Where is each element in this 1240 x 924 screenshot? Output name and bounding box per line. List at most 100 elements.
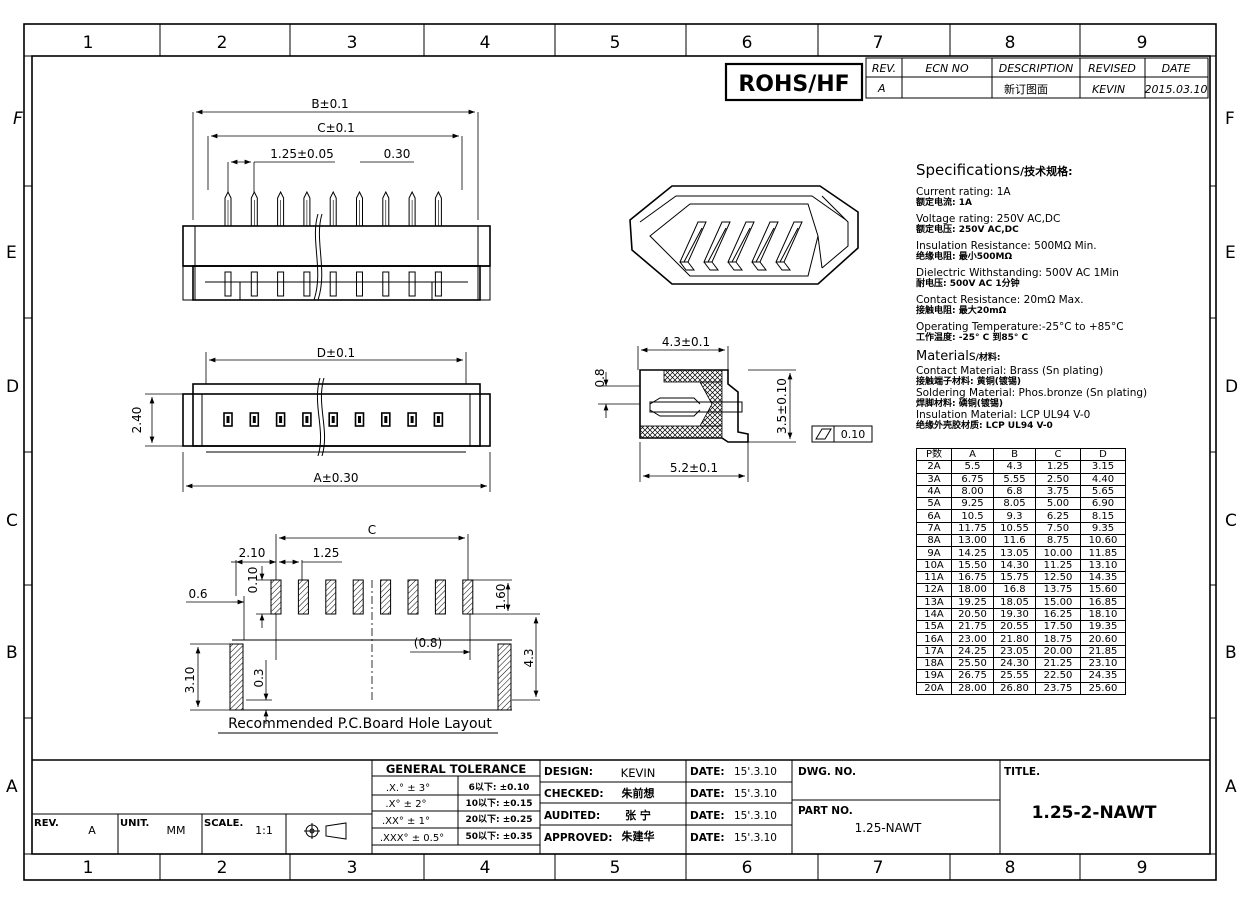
- dimension-table-row-cell: 7A: [916, 521, 952, 536]
- dimension-table-row-cell: 11.85: [1080, 546, 1126, 560]
- dim-side-width: 4.3±0.1: [662, 335, 710, 349]
- row-ticks: [24, 185, 1216, 719]
- material-contact-cn: 接触端子材料: 黄铜(镀锡): [916, 377, 1021, 387]
- spec-current-rating-cn: 额定电流: 1A: [916, 198, 972, 208]
- material-insulation-cn: 绝缘外壳胶材质: LCP UL94 V-0: [916, 421, 1053, 431]
- dimension-table-row-cell: 3.15: [1080, 460, 1126, 474]
- specifications-block: Specifications/技术规格: Current rating: 1A …: [916, 160, 1206, 432]
- col-label-top-4: 4: [480, 33, 491, 53]
- col-label-bottom-9: 9: [1137, 858, 1148, 878]
- dimension-table-row-cell: 11A: [916, 570, 952, 585]
- materials-title-cn: /材料:: [975, 353, 1001, 363]
- dimension-table-row-cell: 18.00: [951, 583, 994, 597]
- dimension-table-row-cell: 23.75: [1035, 681, 1081, 695]
- dim-side-height: 3.5±0.10: [775, 378, 789, 434]
- material-contact: Contact Material: Brass (Sn plating): [916, 365, 1104, 377]
- dimension-table-row-cell: 20.55: [993, 620, 1036, 634]
- rohs-badge: ROHS/HF: [724, 62, 864, 102]
- dimension-table-row-cell: 14A: [916, 607, 952, 622]
- dimension-table-row-cell: 3.75: [1035, 484, 1081, 499]
- dimension-table-row-cell: 23.05: [993, 644, 1036, 659]
- date-value-1: 15'.3.10: [734, 766, 777, 778]
- dimension-table-row-cell: 9A: [916, 546, 952, 560]
- dim-pcb-4-3: 4.3: [522, 648, 536, 667]
- dimension-table-row-cell: 8.00: [951, 484, 994, 499]
- column-ticks: [159, 24, 1081, 880]
- projection-symbol-icon: [304, 822, 347, 840]
- row-label-right-C: C: [1225, 511, 1237, 531]
- spec-dielectric-cn: 耐电压: 500V AC 1分钟: [916, 279, 1020, 289]
- approved-label: APPROVED:: [544, 832, 612, 844]
- dimension-table-row-cell: 26.75: [951, 669, 994, 683]
- dimension-table-row-cell: 17.50: [1035, 620, 1081, 634]
- title-block: REV. A UNIT. MM SCALE. 1:1 GENERAL TOLER…: [32, 759, 1210, 854]
- col-label-top-5: 5: [610, 33, 621, 53]
- spec-insulation-resistance: Insulation Resistance: 500MΩ Min.: [916, 240, 1097, 252]
- rev-value: A: [88, 824, 96, 837]
- tolerance-value-4: 50以下: ±0.35: [465, 831, 532, 842]
- dimension-table-row-cell: 25.50: [951, 657, 994, 671]
- row-label-left-A: A: [6, 777, 18, 797]
- dimension-table-row-cell: 19.25: [951, 595, 994, 609]
- scale-label: SCALE.: [204, 818, 243, 829]
- dimension-table-row-cell: 25.55: [993, 669, 1036, 683]
- top-pins: [223, 412, 444, 427]
- col-label-bottom-7: 7: [873, 858, 884, 878]
- front-pins: [224, 190, 442, 297]
- dimension-table-row-cell: 11.75: [951, 521, 994, 536]
- dimension-table-header-cell: D: [1080, 447, 1126, 462]
- spec-current-rating: Current rating: 1A: [916, 186, 1011, 198]
- dimension-table-row-cell: 4A: [916, 484, 952, 499]
- dimension-table-row-cell: 8.75: [1035, 534, 1081, 548]
- dimension-table-row-cell: 28.00: [951, 681, 994, 695]
- dimension-table-row-cell: 13.00: [951, 534, 994, 548]
- pcb-caption: Recommended P.C.Board Hole Layout: [228, 716, 492, 732]
- dimension-table-row-cell: 15.60: [1080, 583, 1126, 597]
- checked-label: CHECKED:: [544, 788, 604, 800]
- dimension-table-row-cell: 8A: [916, 534, 952, 548]
- material-insulation: Insulation Material: LCP UL94 V-0: [916, 409, 1091, 421]
- dimension-table-row-cell: 8.05: [993, 497, 1036, 511]
- col-label-bottom-8: 8: [1005, 858, 1016, 878]
- dimension-table-row-cell: 19.35: [1080, 620, 1126, 634]
- dimension-table-row-cell: 18.75: [1035, 632, 1081, 646]
- front-view: B±0.1 C±0.1 1.25±0.05 0.30: [182, 97, 491, 301]
- dimension-table-row-cell: 23.00: [951, 632, 994, 646]
- dim-side-width-2: 5.2±0.1: [670, 461, 718, 475]
- date-label-1: DATE:: [690, 766, 725, 778]
- row-label-left-E: E: [6, 243, 17, 263]
- dimension-table-row-cell: 16.75: [951, 570, 994, 585]
- dimension-table-row-cell: 13.75: [1035, 583, 1081, 597]
- rev-value-revised: KEVIN: [1092, 83, 1125, 96]
- dimension-table-row-cell: 10.5: [951, 509, 994, 523]
- date-label-4: DATE:: [690, 832, 725, 844]
- row-label-left-D: D: [6, 377, 19, 397]
- dimension-table-row-cell: 5.5: [951, 460, 994, 474]
- col-label-top-8: 8: [1005, 33, 1016, 53]
- dim-pcb-0-10: 0.10: [246, 567, 260, 594]
- spec-operating-temp-cn: 工作温度: -25° C 到85° C: [916, 333, 1029, 343]
- specs-title-cn: /技术规格:: [1020, 165, 1073, 178]
- spec-operating-temp: Operating Temperature:-25°C to +85°C: [916, 321, 1124, 333]
- dim-side-0-8: 0.8: [593, 368, 607, 387]
- dim-pcb-3-10: 3.10: [183, 667, 197, 694]
- date-label-3: DATE:: [690, 810, 725, 822]
- dimension-table-row-cell: 6.90: [1080, 497, 1126, 511]
- rev-header-date: DATE: [1162, 62, 1191, 75]
- dimension-table-row-cell: 6.8: [993, 484, 1036, 499]
- dimension-table-row-cell: 14.35: [1080, 570, 1126, 585]
- isometric-view: [629, 185, 859, 285]
- revision-table: REV. ECN NO DESCRIPTION REVISED DATE A 新…: [865, 57, 1209, 99]
- dimension-table-row-cell: 21.80: [993, 632, 1036, 646]
- design-value: KEVIN: [621, 766, 656, 780]
- dimension-table-row-cell: 20.50: [951, 607, 994, 622]
